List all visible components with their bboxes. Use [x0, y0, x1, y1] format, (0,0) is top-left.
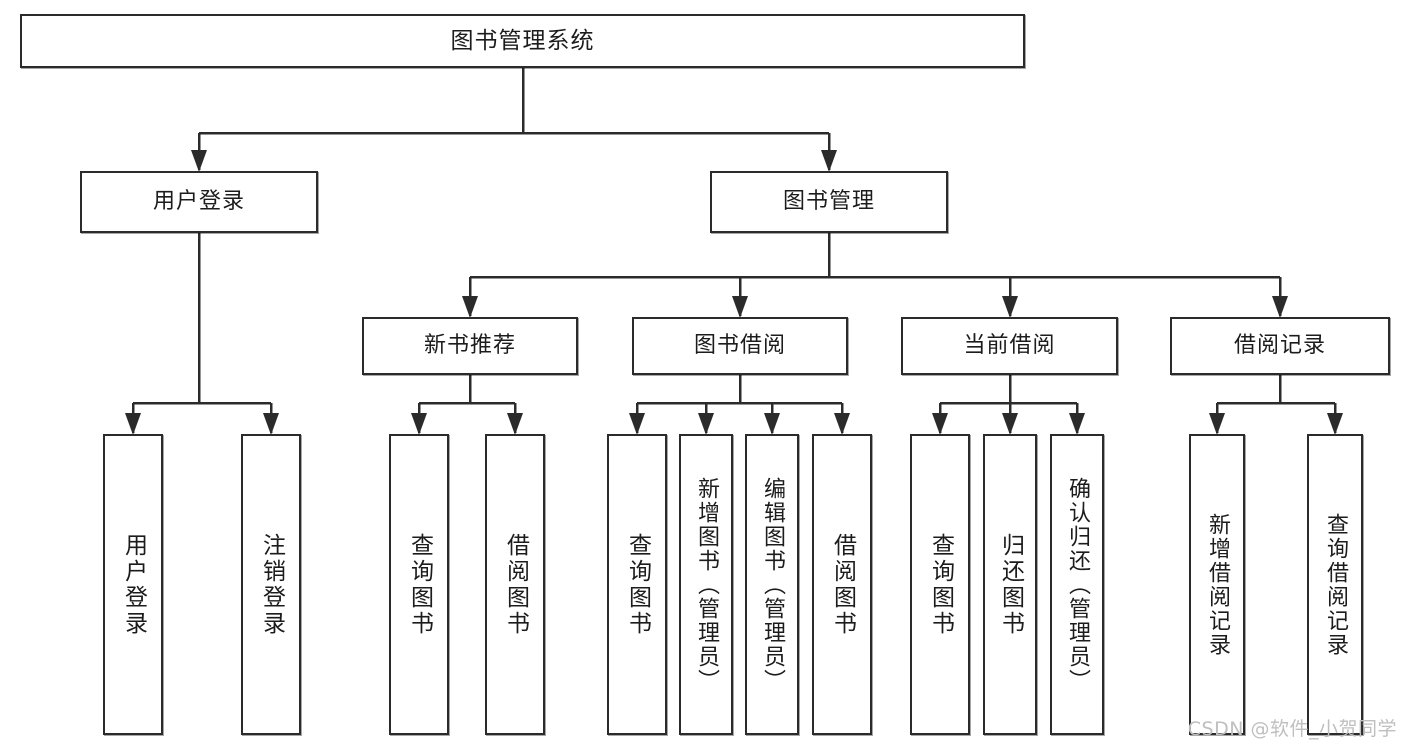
leaf-label: 新增借阅记录	[1205, 512, 1230, 657]
leaf-label: 借阅图书	[829, 532, 856, 637]
node-label: 图书管理	[782, 189, 875, 215]
node-borrowing-records[interactable]: 借阅记录	[1170, 317, 1390, 375]
leaf-label: 确认归还（管理员）	[1065, 476, 1090, 693]
leaf-label: 用户登录	[120, 532, 147, 637]
leaf-label: 新增图书（管理员）	[694, 476, 719, 693]
leaf-current-confirm-return-admin[interactable]: 确认归还（管理员）	[1050, 434, 1104, 735]
leaf-record-add-borrow-record[interactable]: 新增借阅记录	[1189, 434, 1245, 735]
leaf-user-login[interactable]: 用户登录	[103, 434, 163, 735]
leaf-label: 归还图书	[997, 532, 1024, 637]
node-user-login[interactable]: 用户登录	[80, 171, 318, 233]
leaf-current-query-books[interactable]: 查询图书	[910, 434, 970, 735]
leaf-label: 查询借阅记录	[1323, 512, 1348, 657]
leaf-current-return-books[interactable]: 归还图书	[983, 434, 1037, 735]
node-new-book-recommendation[interactable]: 新书推荐	[362, 317, 578, 375]
leaf-label: 注销登录	[258, 532, 285, 637]
csdn-watermark: CSDN @软件_小贺同学	[1187, 718, 1397, 740]
leaf-borrow-query-books[interactable]: 查询图书	[607, 434, 667, 735]
node-label: 用户登录	[152, 189, 245, 215]
leaf-borrow-add-book-admin[interactable]: 新增图书（管理员）	[679, 434, 733, 735]
leaf-borrow-edit-book-admin[interactable]: 编辑图书（管理员）	[745, 434, 799, 735]
leaf-record-query-borrow-record[interactable]: 查询借阅记录	[1307, 434, 1363, 735]
leaf-borrow-borrow-books[interactable]: 借阅图书	[812, 434, 872, 735]
leaf-label: 编辑图书（管理员）	[760, 476, 785, 693]
node-book-borrowing[interactable]: 图书借阅	[632, 317, 848, 375]
node-label: 新书推荐	[423, 333, 516, 359]
leaf-label: 查询图书	[406, 532, 433, 637]
leaf-label: 借阅图书	[502, 532, 529, 637]
leaf-label: 查询图书	[624, 532, 651, 637]
node-label: 借阅记录	[1233, 333, 1326, 359]
leaf-user-logout[interactable]: 注销登录	[241, 434, 301, 735]
node-book-management[interactable]: 图书管理	[710, 171, 948, 233]
node-label: 图书借阅	[693, 333, 786, 359]
leaf-recommend-query-books[interactable]: 查询图书	[389, 434, 449, 735]
node-current-borrowing[interactable]: 当前借阅	[901, 317, 1118, 375]
node-label: 当前借阅	[963, 333, 1056, 359]
leaf-recommend-borrow-books[interactable]: 借阅图书	[485, 434, 545, 735]
node-label: 图书管理系统	[450, 27, 595, 54]
node-book-management-system[interactable]: 图书管理系统	[20, 14, 1025, 68]
leaf-label: 查询图书	[927, 532, 954, 637]
